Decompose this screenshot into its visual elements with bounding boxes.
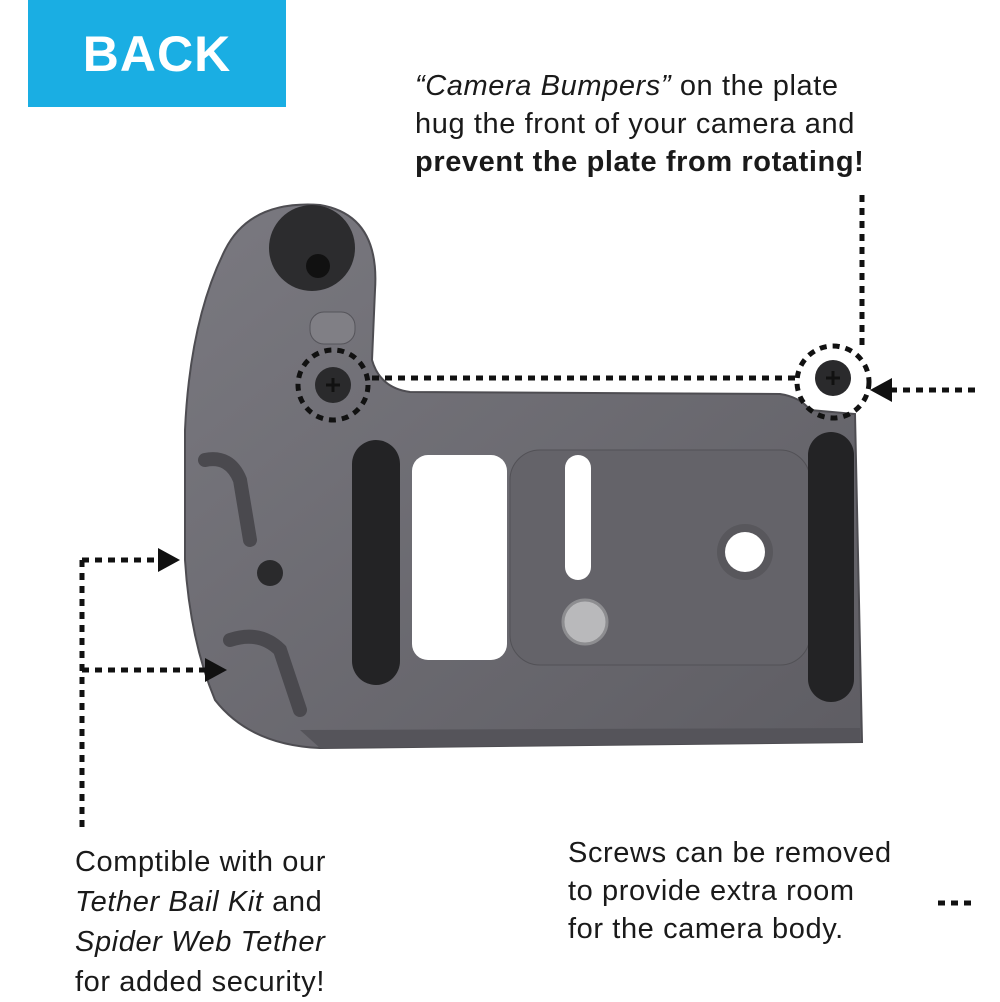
quick-release-plate: [184, 203, 864, 750]
tether-line1: Comptible with our: [75, 846, 326, 878]
arrowheads: [158, 378, 892, 682]
screws-callout: Screws can be removed to provide extra r…: [568, 834, 892, 948]
slot: [565, 455, 591, 580]
tether-line2: and: [263, 886, 323, 918]
screws-line2: to provide extra room: [568, 875, 855, 907]
tether-hole: [257, 560, 283, 586]
screws-line3: for the camera body.: [568, 913, 844, 945]
screws-line1: Screws can be removed: [568, 837, 892, 869]
top-screw-icon: [269, 205, 355, 291]
badge-label: BACK: [82, 25, 232, 82]
arrow-right-icon: [158, 548, 180, 572]
bumpers-line1: on the plate: [671, 70, 839, 102]
bumpers-callout: “Camera Bumpers” on the plate hug the fr…: [415, 67, 864, 181]
callout-lines: [79, 195, 975, 906]
arrow-right-icon: [205, 658, 227, 682]
bumper-pad-right: [808, 432, 854, 702]
back-badge: BACK: [28, 0, 286, 107]
tether-line4: for added security!: [75, 966, 325, 998]
tether-bail-kit: Tether Bail Kit: [75, 886, 264, 918]
bumpers-quote: “Camera Bumpers”: [415, 70, 672, 102]
bumpers-line3: prevent the plate from rotating!: [415, 146, 865, 178]
tether-callout: Comptible with our Tether Bail Kit and S…: [75, 842, 326, 1002]
plate-window: [412, 455, 507, 660]
bumpers-line2: hug the front of your camera and: [415, 108, 855, 140]
mount-hole: [725, 532, 765, 572]
bumper-pad-left: [352, 440, 400, 685]
spider-web-tether: Spider Web Tether: [75, 926, 326, 958]
arrow-left-icon: [870, 378, 892, 402]
tripod-bolt: [561, 598, 609, 646]
